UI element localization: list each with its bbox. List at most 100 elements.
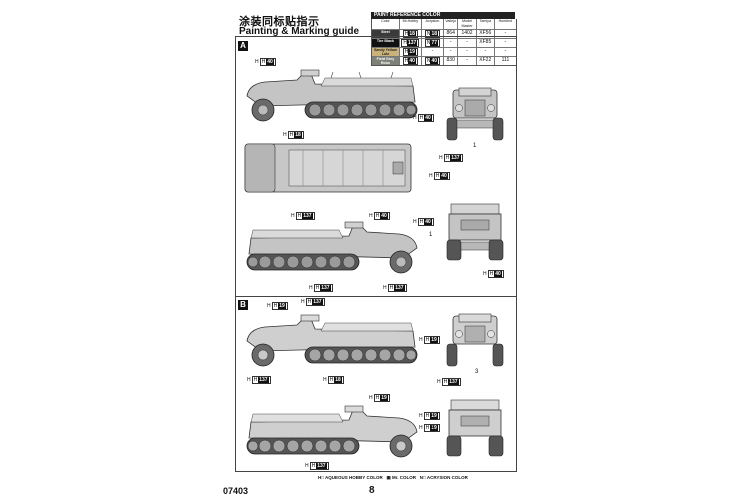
color-name: Sandy Yellow Lutz (373, 48, 397, 56)
callout-prefix: H (437, 379, 441, 385)
humbrol-code: - (504, 30, 507, 36)
callout-prefix: H (323, 377, 327, 383)
col-humbrol: Humbrol (498, 19, 513, 23)
hobby-code: H40 (400, 57, 422, 65)
col-vallejo: Vallejo (444, 19, 459, 29)
humbrol-code: 111 (501, 57, 510, 63)
humbrol-code: - (504, 48, 507, 54)
hobby-code: H19 (400, 48, 422, 56)
marking-number: 1 (473, 143, 477, 149)
color-name: Steel (381, 30, 390, 34)
callout-prefix: H (429, 173, 433, 179)
hobby-code: H137 (400, 39, 422, 47)
callout-code: 19 (430, 413, 438, 419)
callout-code: 137 (312, 299, 323, 305)
col-mrhobby: Mr.Hobby (400, 19, 422, 29)
tamiya-code: XF56 (477, 30, 495, 38)
title-chinese: 涂装同标贴指示 (239, 16, 320, 28)
halftrack-b-side-view-left (246, 314, 418, 367)
callout-code: 18 (334, 377, 342, 383)
halftrack-b-side-view-right (246, 405, 418, 458)
paint-reference-table: Color Mr.Hobby Acrysion Vallejo Model Ma… (371, 19, 517, 66)
hobby-code-value: 19 (408, 49, 416, 55)
callout-code: 19 (430, 337, 438, 343)
section-label-b: B (238, 300, 248, 310)
paint-legend: H□ AQUEOUS HOBBY COLOR ▣ Mr. COLOR N□ AC… (318, 475, 468, 481)
col-color: Color (372, 19, 400, 29)
col-acrysion: Acrysion (422, 19, 444, 29)
page-number: 8 (369, 485, 375, 496)
color-name: Tire Black (376, 39, 394, 43)
callout-code: 137 (448, 379, 459, 385)
acry-code-value: 40 (430, 58, 439, 64)
humbrol-code: - (504, 39, 507, 45)
vallejo-code: - (444, 48, 459, 56)
callout-code: 137 (320, 285, 331, 291)
halftrack-b-front-view (446, 313, 504, 367)
tamiya-code: XF22 (477, 57, 495, 65)
section-label-a: A (238, 41, 248, 51)
halftrack-top-view (244, 143, 412, 193)
tamiya-code: - (477, 48, 495, 56)
paint-row: Field Grey Robo H40 N40 830 - XF22 111 (372, 57, 516, 65)
callout-prefix: H (305, 463, 309, 469)
halftrack-front-view (446, 87, 504, 141)
callout-prefix: H (255, 59, 259, 65)
callout-prefix: H (291, 213, 295, 219)
acry-code-value: 18 (430, 31, 439, 37)
callout-prefix: H (267, 303, 271, 309)
acry-code: N77 (422, 39, 444, 47)
callout-code: 137 (450, 155, 461, 161)
paint-row: Steel H18 N18 864 1402 XF56 - (372, 30, 516, 39)
callout-code: 18 (294, 132, 302, 138)
guide-frame (235, 36, 517, 472)
callout-prefix: H (309, 285, 313, 291)
callout-code: 40 (424, 115, 432, 121)
callout-prefix: H (383, 285, 387, 291)
paint-table-header: Color Mr.Hobby Acrysion Vallejo Model Ma… (372, 19, 516, 30)
vallejo-code: 864 (444, 30, 459, 38)
color-swatch: Steel (372, 30, 400, 38)
callout-code: 40 (266, 59, 274, 65)
hobby-code-value: 18 (408, 31, 416, 37)
mm-code: 1402 (458, 30, 477, 38)
acry-code: - (422, 48, 444, 56)
color-swatch: Tire Black (372, 39, 400, 47)
paint-row: Tire Black H137 N77 - - XF85 - (372, 39, 516, 48)
acry-code: N18 (422, 30, 444, 38)
legend-acrysion: N□ ACRYSION COLOR (419, 475, 468, 480)
halftrack-rear-view (446, 203, 504, 261)
callout-code: 40 (494, 271, 502, 277)
callout-code: 137 (258, 377, 269, 383)
color-swatch: Field Grey Robo (372, 57, 400, 65)
callout-code: 137 (316, 463, 327, 469)
callout-prefix: H (301, 299, 305, 305)
callout-code: 137 (302, 213, 313, 219)
legend-mr-color: ▣ Mr. COLOR (386, 475, 417, 480)
callout-prefix: H (483, 271, 487, 277)
legend-hobby: H□ AQUEOUS HOBBY COLOR (318, 475, 383, 480)
callout-code: 19 (278, 303, 286, 309)
section-divider (235, 296, 516, 297)
halftrack-side-view-right (246, 221, 418, 274)
col-tamiya: Tamiya (477, 19, 495, 29)
paint-table-title: PAINT REFERENCE COLOR (371, 12, 515, 19)
product-number: 07403 (223, 486, 249, 496)
callout-prefix: H (283, 132, 287, 138)
callout-prefix: H (369, 213, 373, 219)
mm-code: - (458, 39, 477, 47)
